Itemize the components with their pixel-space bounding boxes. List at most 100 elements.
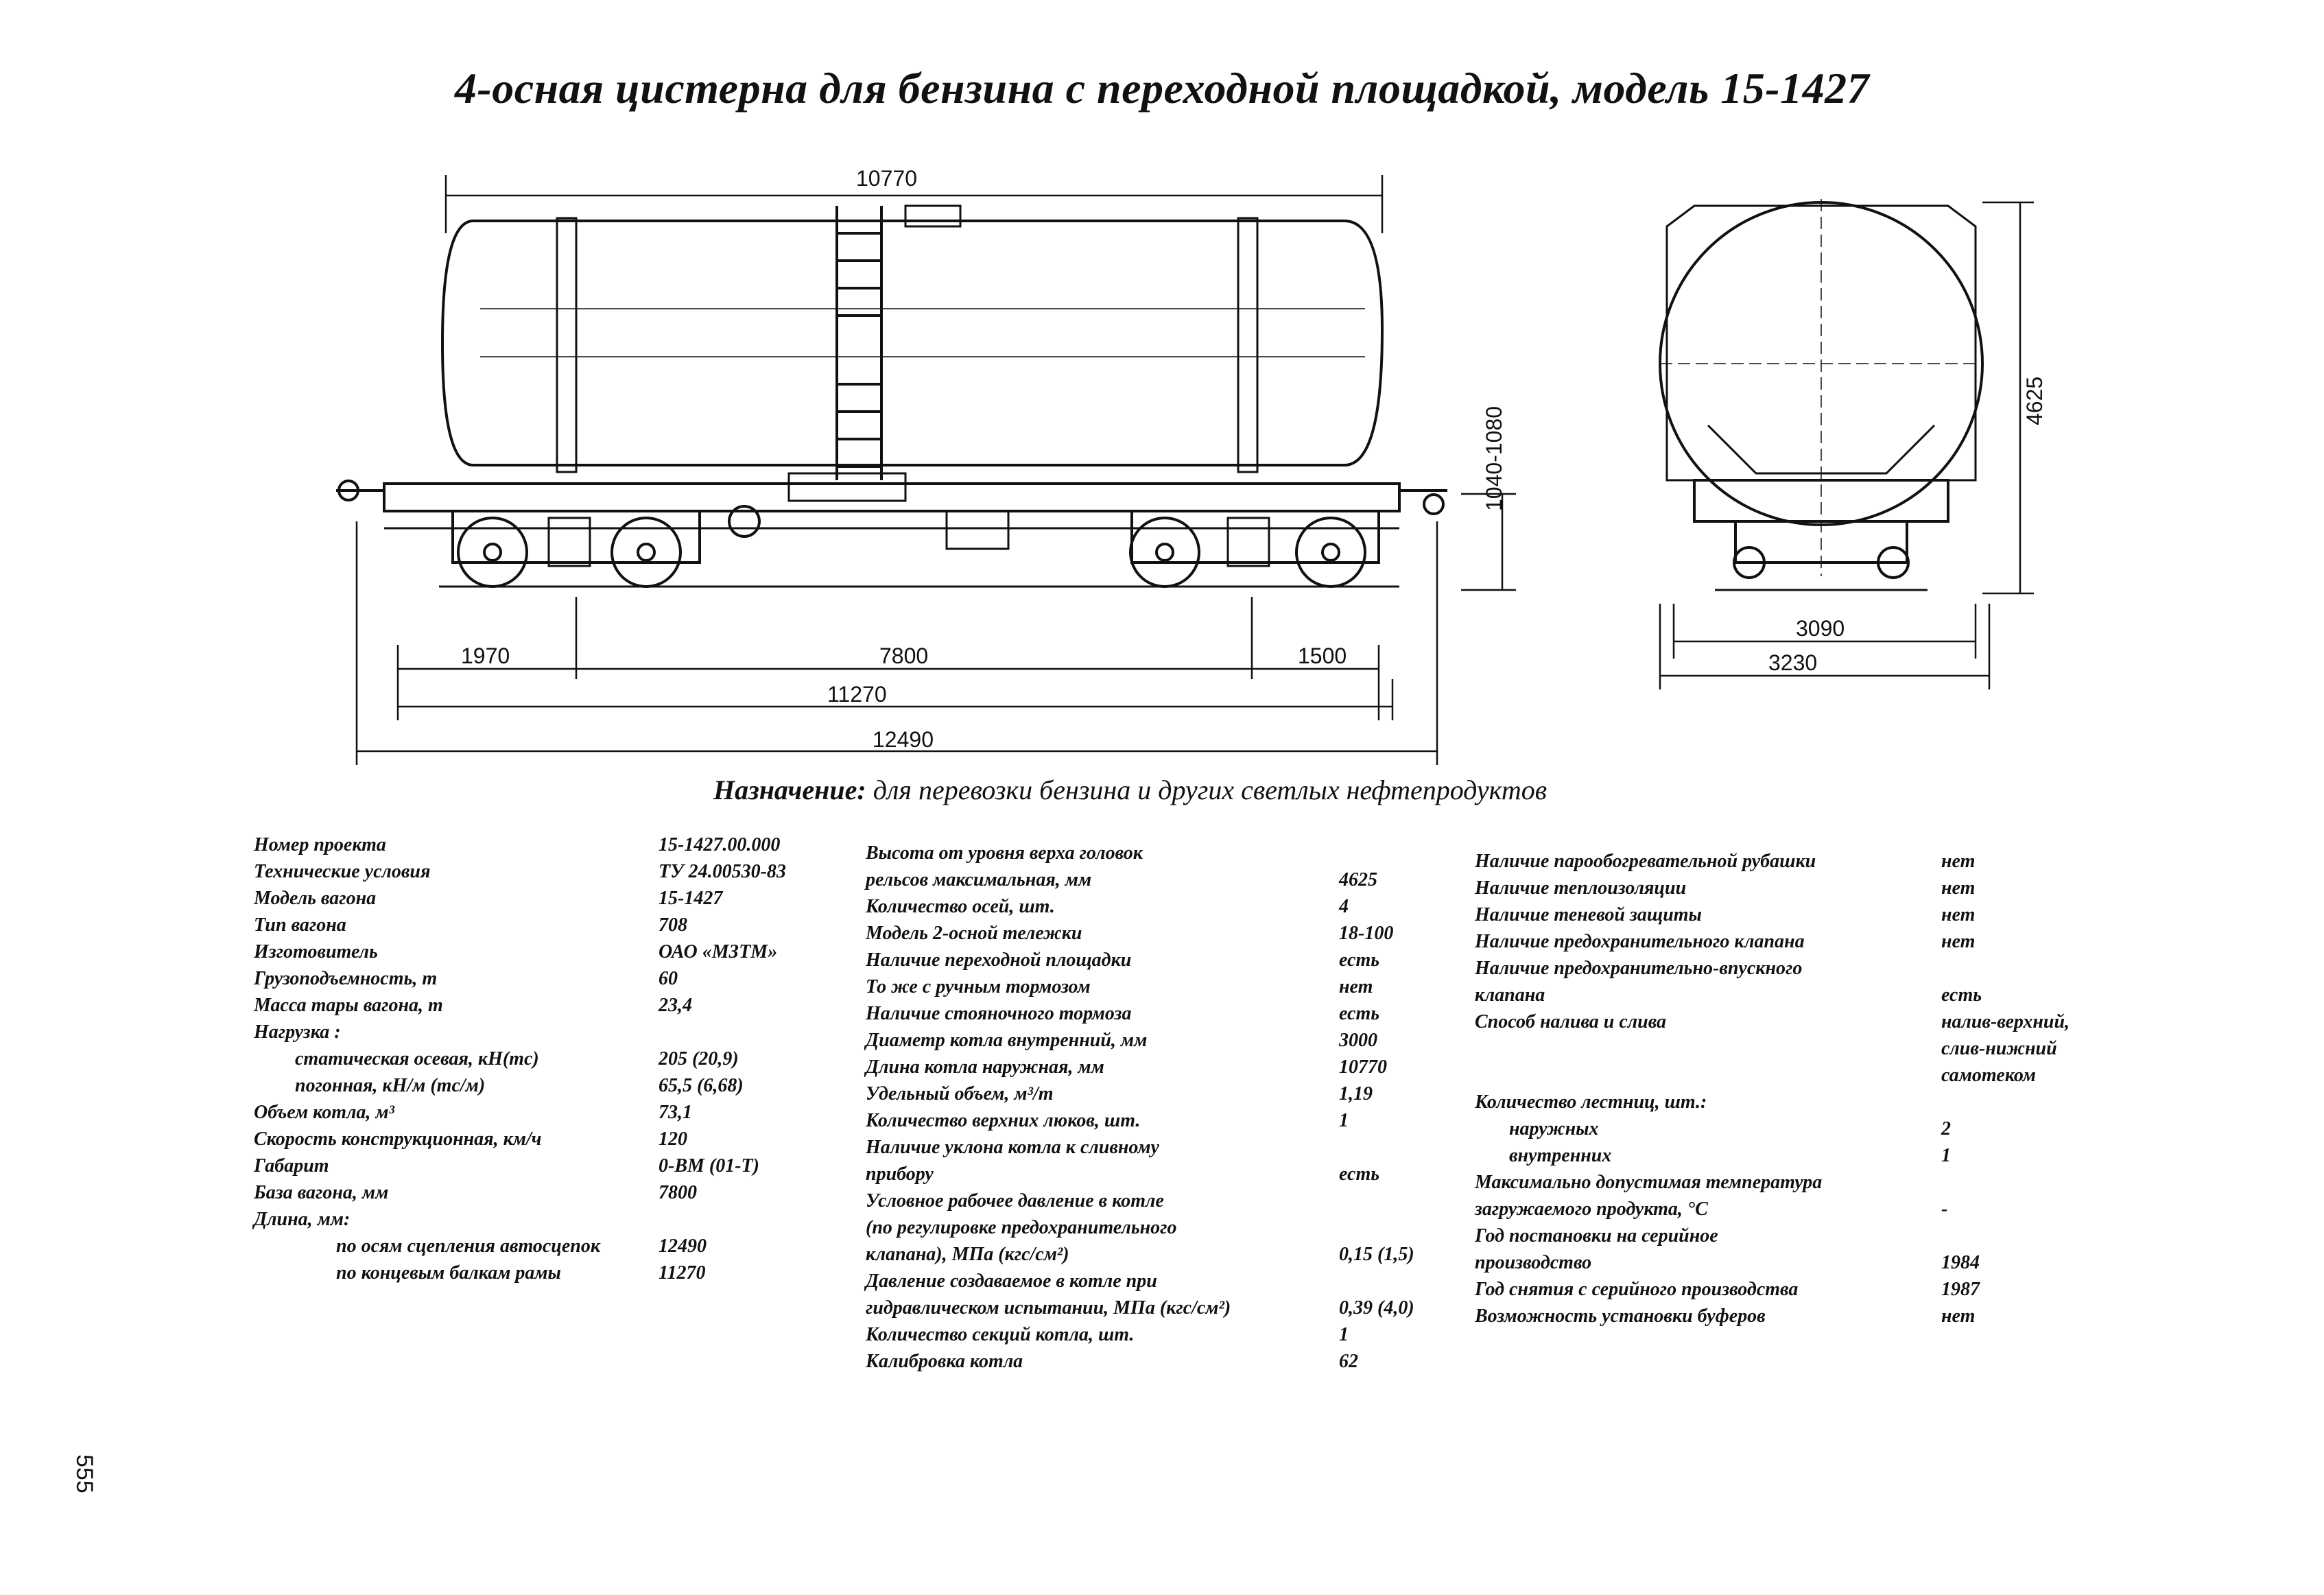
spec-row: Количество осей, шт. 4 [866, 893, 1469, 920]
spec-label: Количество секций котла, шт. [866, 1324, 1135, 1345]
spec-row: Габарит 0-ВМ (01-Т) [254, 1153, 851, 1179]
spec-label: Год постановки на серийное [1475, 1225, 1718, 1247]
spec-label: Технические условия [254, 861, 431, 882]
spec-label: Грузоподъемность, т [254, 968, 438, 989]
spec-value: 205 (20,9) [659, 1048, 739, 1070]
spec-value: 60 [659, 968, 678, 989]
spec-value: 0,15 (1,5) [1339, 1244, 1414, 1265]
spec-label: Высота от уровня верха головок [866, 842, 1143, 864]
spec-label: Наличие стояночного тормоза [866, 1003, 1132, 1024]
spec-label: статическая осевая, кН(тс) [295, 1048, 539, 1070]
spec-label: Диаметр котла внутренний, мм [866, 1030, 1148, 1051]
spec-label: Длина, мм: [254, 1209, 351, 1230]
spec-row: Условное рабочее давление в котле [866, 1188, 1469, 1214]
spec-value: 10770 [1339, 1056, 1387, 1078]
spec-value: 1 [1941, 1145, 1951, 1166]
spec-label: Количество верхних люков, шт. [866, 1110, 1141, 1131]
spec-label: Изготовитель [254, 941, 378, 962]
spec-row: Грузоподъемность, т 60 [254, 965, 851, 992]
spec-row: Тип вагона 708 [254, 912, 851, 938]
page-number: 555 [71, 1454, 97, 1493]
spec-value: 0,39 (4,0) [1339, 1297, 1414, 1319]
dim-12490: 12490 [873, 727, 934, 752]
dim-1970: 1970 [461, 643, 510, 668]
spec-value: 23,4 [659, 995, 692, 1016]
spec-label: Наличие теневой защиты [1475, 904, 1702, 925]
spec-label: прибору [866, 1163, 934, 1185]
spec-value: нет [1339, 976, 1373, 997]
spec-label: Количество осей, шт. [866, 896, 1055, 917]
spec-label: Габарит [254, 1155, 329, 1177]
spec-value: 4625 [1339, 869, 1377, 890]
spec-row: самотеком [1475, 1062, 2126, 1089]
spec-label: Максимально допустимая температура [1475, 1172, 1823, 1193]
dim-4625: 4625 [2022, 376, 2047, 425]
tank-body [440, 220, 1384, 466]
dim-1040-1080: 1040-1080 [1482, 405, 1506, 511]
spec-label: Способ налива и слива [1475, 1011, 1667, 1032]
spec-row: Максимально допустимая температура [1475, 1169, 2126, 1196]
spec-value: 708 [659, 914, 687, 936]
spec-value: 1987 [1941, 1279, 1980, 1300]
spec-value: 1 [1339, 1110, 1349, 1131]
spec-row: (по регулировке предохранительного [866, 1214, 1469, 1241]
spec-label: (по регулировке предохранительного [866, 1217, 1177, 1238]
spec-row: Нагрузка : [254, 1019, 851, 1045]
spec-value: самотеком [1941, 1065, 2036, 1086]
spec-row: База вагона, мм 7800 [254, 1179, 851, 1206]
spec-row: Давление создаваемое в котле при [866, 1268, 1469, 1295]
spec-value: 4 [1339, 896, 1349, 917]
spec-label: Номер проекта [254, 834, 386, 855]
spec-value: 15-1427.00.000 [659, 834, 781, 855]
spec-row: Изготовитель ОАО «МЗТМ» [254, 938, 851, 965]
spec-value: 0-ВМ (01-Т) [659, 1155, 759, 1177]
spec-value: 1,19 [1339, 1083, 1373, 1104]
dim-3230: 3230 [1768, 650, 1818, 675]
dim-1500: 1500 [1298, 643, 1347, 668]
spec-row: слив-нижний [1475, 1035, 2126, 1062]
spec-label: База вагона, мм [254, 1182, 389, 1203]
spec-value: 1984 [1941, 1252, 1980, 1273]
spec-row: погонная, кН/м (тс/м)65,5 (6,68) [254, 1072, 851, 1099]
spec-label: рельсов максимальная, мм [866, 869, 1092, 890]
spec-row: клапана), МПа (кгс/см²)0,15 (1,5) [866, 1241, 1469, 1268]
spec-label: То же с ручным тормозом [866, 976, 1091, 997]
spec-value: 11270 [659, 1262, 706, 1284]
purpose-label: Назначение: [713, 775, 866, 805]
spec-row: Год постановки на серийное [1475, 1222, 2126, 1249]
spec-row: Высота от уровня верха головок [866, 840, 1469, 866]
spec-value: 7800 [659, 1182, 697, 1203]
spec-value: ОАО «МЗТМ» [659, 941, 778, 962]
spec-label: Наличие парообогревательной рубашки [1475, 851, 1816, 872]
spec-row: Длина, мм: [254, 1206, 851, 1233]
spec-column-2: Высота от уровня верха головок рельсов ма… [866, 840, 1469, 1375]
spec-value: 3000 [1339, 1030, 1377, 1051]
spec-value: налив-верхний, [1941, 1011, 2070, 1032]
spec-label: Тип вагона [254, 914, 346, 936]
spec-label: Возможность установки буферов [1475, 1305, 1766, 1327]
spec-value: слив-нижний [1941, 1038, 2057, 1059]
spec-label: по концевым балкам рамы [336, 1262, 561, 1284]
spec-label: Объем котла, м³ [254, 1102, 395, 1123]
page-title: 4-осная цистерна для бензина с переходно… [454, 64, 1870, 113]
spec-label: Калибровка котла [866, 1351, 1023, 1372]
spec-row: статическая осевая, кН(тс) 205 (20,9) [254, 1045, 851, 1072]
spec-label: производство [1475, 1252, 1592, 1273]
spec-value: - [1941, 1198, 1948, 1220]
spec-label: Модель 2-осной тележки [866, 923, 1082, 944]
spec-value: нет [1941, 904, 1976, 925]
spec-label: по осям сцепления автосцепок [336, 1236, 601, 1257]
spec-row: Количество секций котла, шт.1 [866, 1321, 1469, 1348]
spec-label: внутренних [1509, 1145, 1612, 1166]
spec-label: Наличие предохранительного клапана [1475, 931, 1805, 952]
spec-row: загружаемого продукта, °С- [1475, 1196, 2126, 1222]
spec-value: 18-100 [1339, 923, 1394, 944]
